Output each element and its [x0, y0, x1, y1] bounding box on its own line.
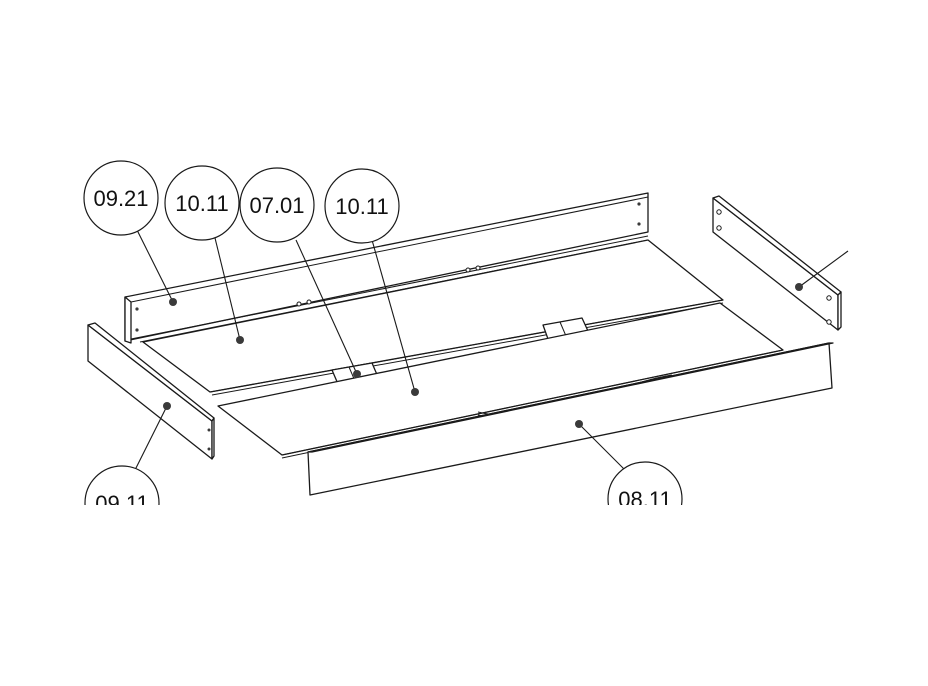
callout-09-11: 09.11 [84, 465, 160, 516]
callout-07-01: 07.01 [239, 167, 315, 243]
upper-base-panel [142, 239, 724, 396]
left-side-panel [87, 322, 215, 460]
callout-label: 09.11 [95, 491, 148, 516]
leader-lines [134, 229, 849, 471]
callout-09-21: 09.21 [83, 160, 159, 236]
right-side-panel [712, 195, 842, 331]
callout-10-11-front: 10.11 [324, 168, 400, 244]
callout-label: 10.11 [335, 194, 388, 219]
callout-label: 10.11 [175, 191, 228, 216]
callout-10-11-upper: 10.11 [164, 165, 240, 241]
callout-label: 07.01 [249, 193, 304, 218]
callout-label: 09.21 [93, 186, 148, 211]
leader-dots [163, 283, 803, 428]
callout-label: 08.11 [618, 487, 671, 512]
front-drawer-panel [307, 342, 834, 496]
callout-08-11: 08.11 [607, 461, 683, 512]
back-panel [124, 192, 649, 344]
